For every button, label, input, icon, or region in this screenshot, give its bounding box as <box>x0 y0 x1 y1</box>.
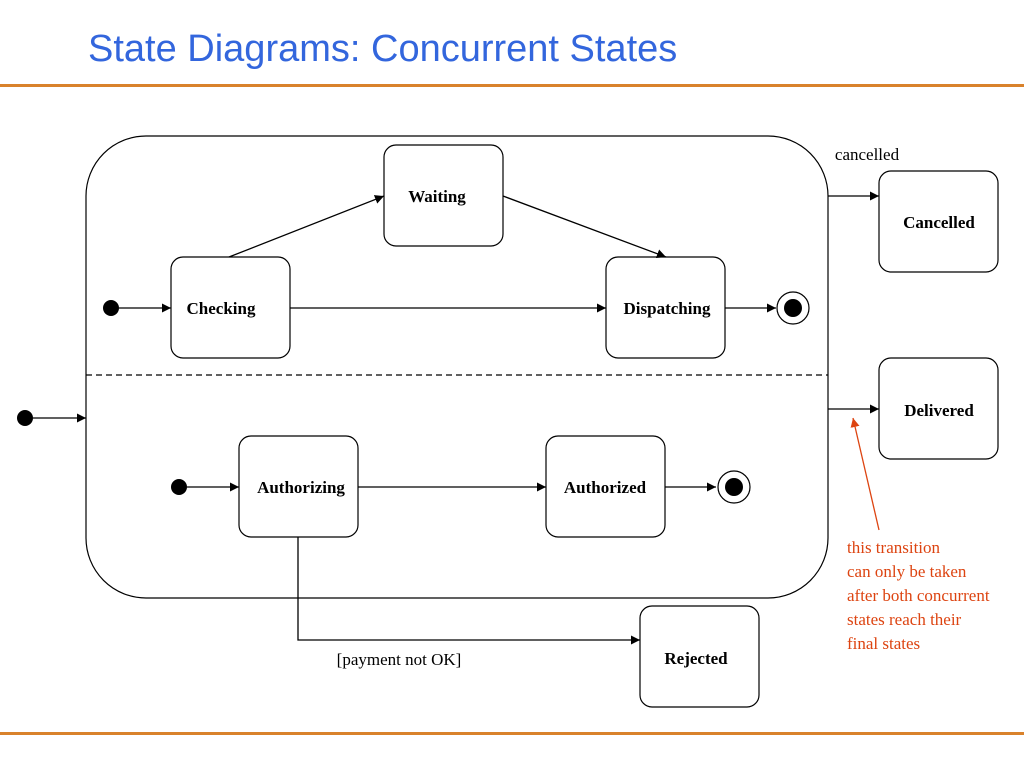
transition-payment-not-ok-label: [payment not OK] <box>337 650 462 669</box>
page-title: State Diagrams: Concurrent States <box>88 28 678 70</box>
upper-final-state <box>776 291 810 325</box>
state-checking: Checking <box>170 256 291 359</box>
state-dispatching-label: Dispatching <box>624 299 711 318</box>
state-waiting: Waiting <box>383 144 504 247</box>
header-divider <box>0 84 1024 87</box>
note-line-3: after both concurrent <box>847 586 990 605</box>
upper-initial-state <box>103 300 119 316</box>
note-line-2: can only be taken <box>847 562 967 581</box>
note-line-1: this transition <box>847 538 941 557</box>
note-line-4: states reach their <box>847 610 962 629</box>
state-cancelled-label: Cancelled <box>903 213 975 232</box>
transition-waiting-dispatching <box>502 195 667 259</box>
note-line-5: final states <box>847 634 920 653</box>
state-rejected-label: Rejected <box>664 649 728 668</box>
transition-cancelled-label: cancelled <box>835 145 900 164</box>
state-authorized: Authorized <box>545 435 666 538</box>
footer-divider <box>0 732 1024 735</box>
state-authorizing-label: Authorizing <box>257 478 345 497</box>
state-delivered: Delivered <box>878 357 999 460</box>
transition-note: this transition can only be taken after … <box>847 538 990 653</box>
outer-initial-state <box>17 410 33 426</box>
note-pointer-arrow <box>850 417 880 531</box>
transition-checking-waiting <box>228 195 385 258</box>
state-waiting-label: Waiting <box>408 187 466 206</box>
composite-state <box>85 135 829 599</box>
transition-payment-not-ok <box>297 537 640 645</box>
state-cancelled: Cancelled <box>878 170 999 273</box>
lower-final-state <box>717 470 751 504</box>
state-checking-label: Checking <box>187 299 256 318</box>
state-authorizing: Authorizing <box>238 435 359 538</box>
lower-initial-state <box>171 479 187 495</box>
state-dispatching: Dispatching <box>605 256 726 359</box>
state-authorized-label: Authorized <box>564 478 647 497</box>
state-rejected: Rejected <box>639 605 760 708</box>
state-delivered-label: Delivered <box>904 401 974 420</box>
